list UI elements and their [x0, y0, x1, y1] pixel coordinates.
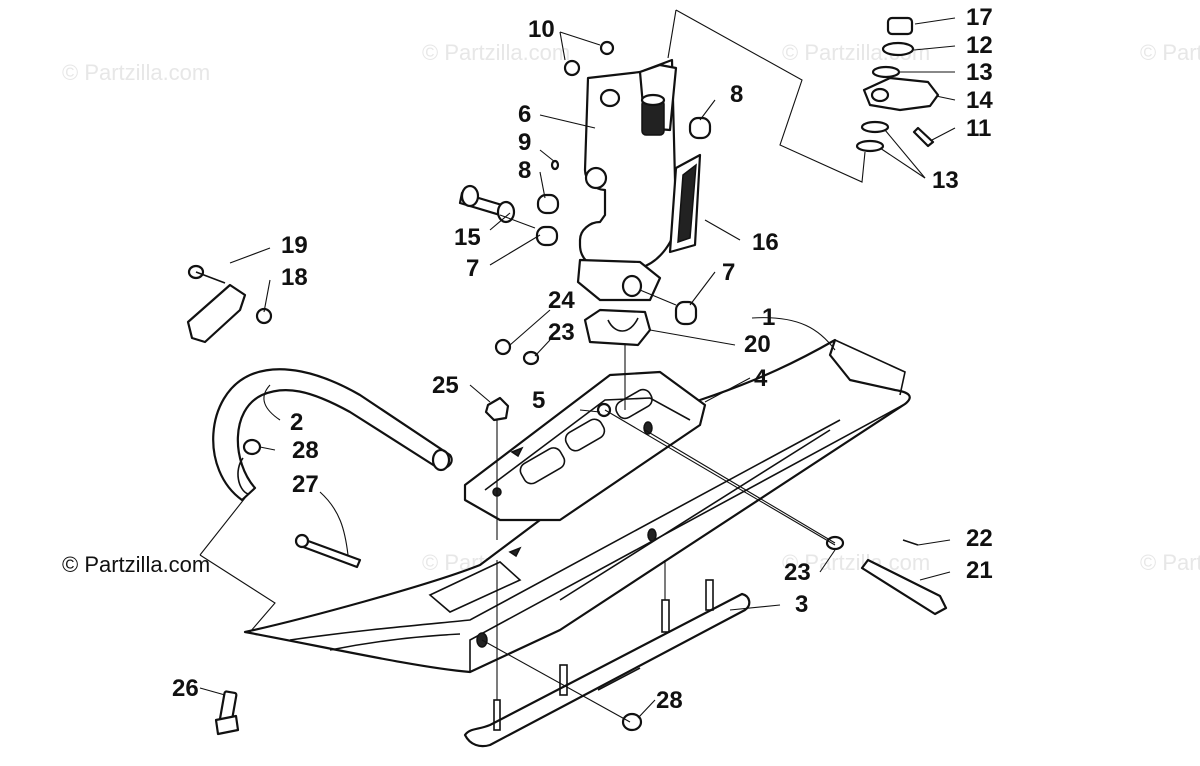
watermark: © Partzilla.com: [1140, 550, 1200, 575]
callout-10: 10: [528, 16, 555, 43]
callout-9: 9: [518, 129, 531, 156]
clamp-assembly: [855, 16, 940, 153]
chock-part: [583, 308, 652, 347]
callout-24: 24: [548, 287, 575, 314]
callout-13a: 13: [966, 59, 993, 86]
callout-21: 21: [966, 557, 993, 584]
watermark: © Partzilla.com: [422, 40, 570, 65]
callout-20: 20: [744, 331, 771, 358]
callout-15: 15: [454, 224, 481, 251]
callout-16: 16: [752, 229, 779, 256]
watermark: © Partzilla.com: [782, 550, 930, 575]
callout-8b: 8: [518, 157, 531, 184]
callout-28b: 28: [656, 687, 683, 714]
callout-17: 17: [966, 4, 993, 31]
callout-4: 4: [754, 365, 768, 392]
callout-23a: 23: [548, 319, 575, 346]
partzilla-watermark: © Partzilla.com: [62, 552, 210, 577]
leader-lines: [199, 9, 956, 723]
bracket-part: [186, 264, 273, 344]
callout-12: 12: [966, 32, 993, 59]
callout-22: 22: [966, 525, 993, 552]
handle-loop-part: [212, 368, 453, 502]
spindle-part: [576, 58, 678, 302]
callout-25: 25: [432, 372, 459, 399]
hardware-group: [214, 40, 948, 736]
watermark: © Partzilla.com: [62, 60, 210, 85]
callout-7b: 7: [722, 259, 735, 286]
callout-11: 11: [966, 115, 991, 142]
callout-6: 6: [518, 101, 531, 128]
callout-13b: 13: [932, 167, 959, 194]
callout-26: 26: [172, 675, 199, 702]
callout-28a: 28: [292, 437, 319, 464]
wear-bar-part: [463, 579, 751, 748]
callout-5: 5: [532, 387, 545, 414]
decal-part: [668, 153, 702, 254]
callout-1: 1: [762, 304, 775, 331]
ski-saddle-part: [463, 370, 707, 558]
callout-8a: 8: [730, 81, 743, 108]
callout-labels: 1 2 3 4 5 6 7 7 8 8 9 10 11 12 13 13 14 …: [172, 4, 993, 714]
callout-27: 27: [292, 471, 319, 498]
callout-7a: 7: [466, 255, 479, 282]
callout-23b: 23: [784, 559, 811, 586]
bushings-group: [458, 116, 712, 326]
callout-19: 19: [281, 232, 308, 259]
watermark: © Partzilla.com: [1140, 40, 1200, 65]
callout-14: 14: [966, 87, 993, 114]
callout-18: 18: [281, 264, 308, 291]
callout-2: 2: [290, 409, 303, 436]
callout-3: 3: [795, 591, 808, 618]
